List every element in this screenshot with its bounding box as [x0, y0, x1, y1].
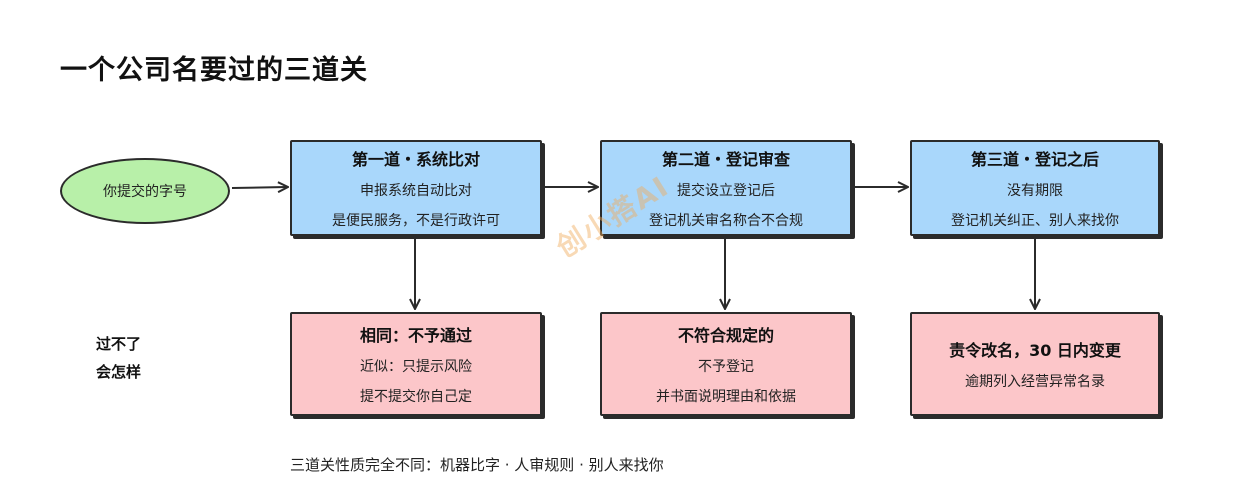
outcome-1-line-2: 提不提交你自己定 [360, 389, 472, 405]
stage-3-line-1: 没有期限 [1007, 183, 1063, 199]
outcome-2-title: 不符合规定的 [677, 326, 774, 345]
outcome-1-title: 相同：不予通过 [359, 326, 472, 345]
stage-1-line-1: 申报系统自动比对 [360, 183, 472, 199]
stage-1-line-2: 是便民服务，不是行政许可 [332, 213, 500, 229]
stage-3-line-2: 登记机关纠正、别人来找你 [951, 213, 1119, 229]
outcome-1-box: 相同：不予通过 近似：只提示风险 提不提交你自己定 [290, 312, 542, 416]
arrow-start-to-stage1 [231, 187, 287, 188]
outcome-2-line-1: 不予登记 [698, 359, 754, 375]
start-node-label: 你提交的字号 [103, 184, 187, 200]
stage-1-title: 第一道・系统比对 [351, 150, 480, 169]
stage-1-box: 第一道・系统比对 申报系统自动比对 是便民服务，不是行政许可 [290, 140, 542, 236]
stage-2-line-1: 提交设立登记后 [677, 183, 775, 199]
stage-2-title: 第二道・登记审查 [661, 150, 790, 169]
outcome-2-box: 不符合规定的 不予登记 并书面说明理由和依据 [600, 312, 852, 416]
outcome-3-line-1: 逾期列入经营异常名录 [965, 374, 1105, 390]
outcome-2-line-2: 并书面说明理由和依据 [656, 389, 796, 405]
stage-2-box: 第二道・登记审查 提交设立登记后 登记机关审名称合不合规 [600, 140, 852, 236]
side-label-line-1: 过不了 [96, 335, 142, 353]
outcome-3-box: 责令改名，30 日内变更 逾期列入经营异常名录 [910, 312, 1160, 416]
footer-note: 三道关性质完全不同：机器比字 · 人审规则 · 别人来找你 [290, 456, 664, 474]
page-title: 一个公司名要过的三道关 [60, 55, 368, 86]
stage-3-title: 第三道・登记之后 [970, 150, 1099, 169]
side-label-line-2: 会怎样 [96, 363, 142, 381]
side-label: 过不了 会怎样 [96, 330, 141, 386]
start-node: 你提交的字号 [60, 158, 230, 224]
outcome-3-title: 责令改名，30 日内变更 [949, 341, 1121, 360]
stage-3-box: 第三道・登记之后 没有期限 登记机关纠正、别人来找你 [910, 140, 1160, 236]
outcome-1-line-1: 近似：只提示风险 [360, 359, 472, 375]
stage-2-line-2: 登记机关审名称合不合规 [649, 213, 803, 229]
